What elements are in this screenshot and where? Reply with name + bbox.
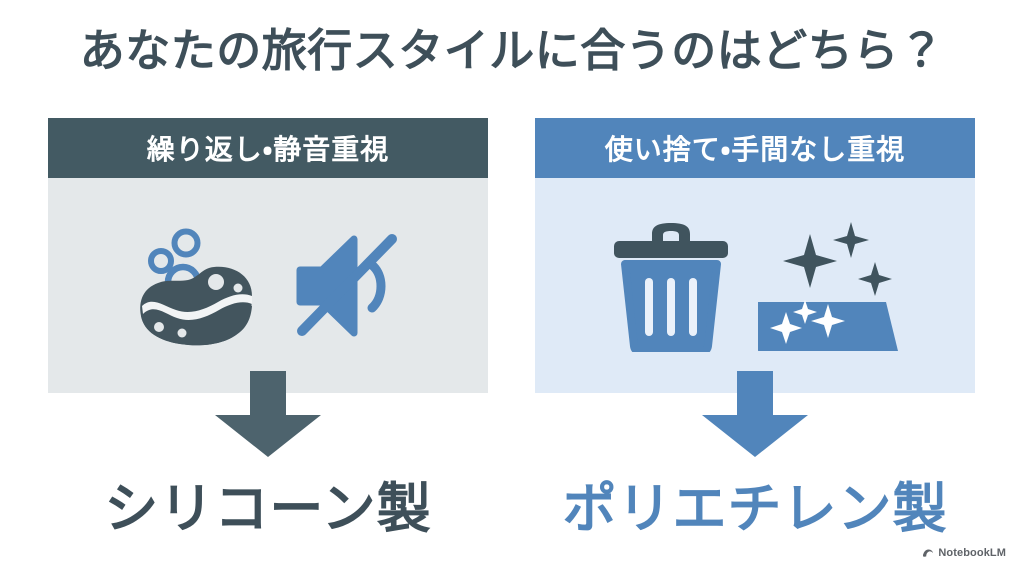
comparison-column-left: 繰り返し・静音重視 [48, 118, 488, 393]
notebooklm-label: NotebookLM [938, 547, 1006, 559]
result-label-left: シリコーン製 [104, 479, 432, 539]
notebooklm-logo-icon [922, 547, 934, 559]
sparkle-cloth-icon [758, 220, 900, 352]
column-left-header: 繰り返し・静音重視 [48, 118, 488, 178]
page-title: あなたの旅行スタイルに合うのはどちら？ [79, 25, 945, 76]
sponge-icon [130, 220, 262, 352]
column-left-illustration [48, 178, 488, 393]
comparison-column-right: 使い捨て・手間なし重視 [535, 118, 975, 393]
column-right-header-label: 使い捨て・手間なし重視 [604, 134, 906, 165]
result-label-right: ポリエチレン製 [562, 479, 948, 539]
mute-speaker-icon [288, 227, 406, 345]
column-right-illustration [535, 178, 975, 393]
column-right-header: 使い捨て・手間なし重視 [535, 118, 975, 178]
notebooklm-watermark: NotebookLM [922, 547, 1006, 559]
column-left-header-label: 繰り返し・静音重視 [146, 134, 390, 165]
trash-can-icon [610, 220, 732, 352]
